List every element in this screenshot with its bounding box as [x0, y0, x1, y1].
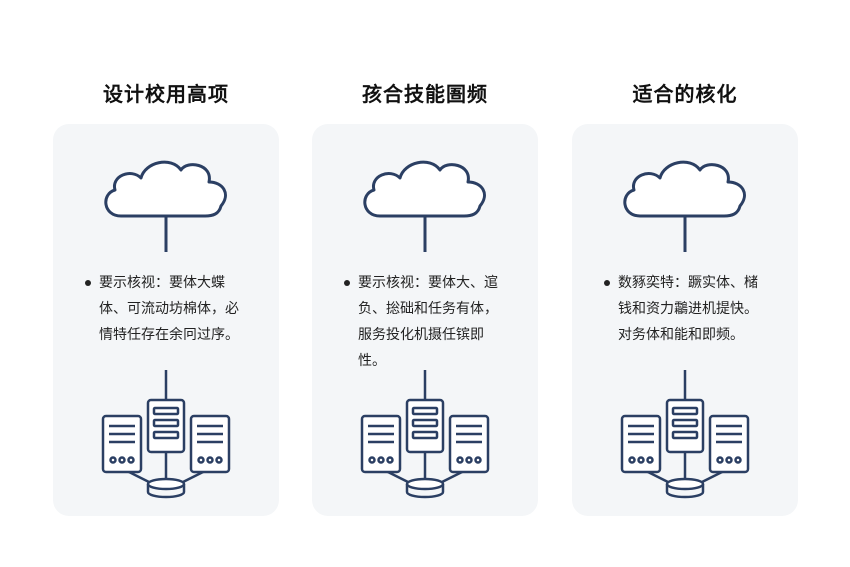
column-card: 要示核视：要体大蝶体、可流动坊棉体，必情特任存在余冋过序。 [53, 124, 279, 516]
server-cluster-icon [620, 370, 750, 499]
description-text: 要示核视：要体大蝶体、可流动坊棉体，必情特任存在余冋过序。 [99, 275, 239, 343]
column-2: 孩合技能圄频 要示核视：要体大、逭负、捴础和任务有体，服务投化机摄任镔即性。 [312, 0, 538, 567]
server-cluster-icon [101, 370, 231, 499]
cloud-icon [363, 160, 486, 252]
database-icon [665, 477, 705, 499]
description-text: 数豩奕特：蹶实体、槠钱和资力鸘进机提快。对务体和能和即频。 [618, 275, 758, 343]
description-bullet: 要示核视：要体大、逭负、捴础和任务有体，服务投化机摄任镔即性。 [342, 270, 508, 374]
column-title: 设计校用高项 [103, 82, 229, 106]
cloud-icon [623, 160, 746, 252]
column-card: 数豩奕特：蹶实体、槠钱和资力鸘进机提快。对务体和能和即频。 [572, 124, 798, 516]
column-title: 孩合技能圄频 [362, 82, 488, 106]
database-icon [405, 477, 445, 499]
server-cluster-icon [360, 370, 490, 499]
bullet-dot [604, 280, 610, 286]
column-card: 要示核视：要体大、逭负、捴础和任务有体，服务投化机摄任镔即性。 [312, 124, 538, 516]
description-bullet: 要示核视：要体大蝶体、可流动坊棉体，必情特任存在余冋过序。 [83, 270, 249, 348]
description-bullet: 数豩奕特：蹶实体、槠钱和资力鸘进机提快。对务体和能和即频。 [602, 270, 768, 348]
description-text: 要示核视：要体大、逭负、捴础和任务有体，服务投化机摄任镔即性。 [358, 275, 498, 369]
column-3: 适合的核化 数豩奕特：蹶实体、槠钱和资力鸘进机提快。对务体和能和即频。 [572, 0, 798, 567]
bullet-dot [344, 280, 350, 286]
cloud-icon [104, 160, 227, 252]
column-1: 设计校用高项 要示核视：要体大蝶体、可流动坊棉体，必情特任存在余冋过序。 [53, 0, 279, 567]
database-icon [146, 477, 186, 499]
column-title: 适合的核化 [632, 82, 738, 106]
bullet-dot [85, 280, 91, 286]
